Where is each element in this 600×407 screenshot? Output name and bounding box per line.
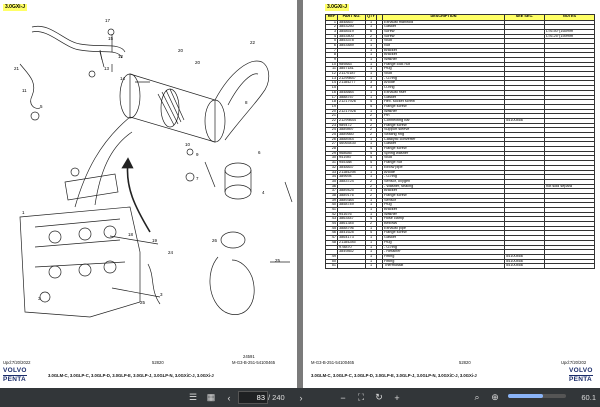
next-page-icon[interactable]: › <box>299 392 303 403</box>
page-title: 3.0GXi-J <box>325 4 350 11</box>
table-cell: 51 <box>325 263 338 269</box>
callout: 8 <box>245 100 248 105</box>
zoom-out-icon[interactable]: − <box>340 392 346 403</box>
callout: 12 <box>118 54 124 59</box>
sidebar-toggle-icon[interactable]: ☰ <box>188 392 198 402</box>
part-number-line: M-G3-B-251-54100465 <box>232 360 276 365</box>
zoom-slider[interactable] <box>508 394 566 398</box>
zoom-icon[interactable]: ⊕ <box>491 392 499 402</box>
callout: 18 <box>128 232 134 237</box>
model-list: 3.0GLM-C, 3.0GLP-C, 3.0GLP-D, 3.0GLP-E, … <box>48 373 214 378</box>
previous-page-icon[interactable]: ‹ <box>227 392 231 403</box>
table-cell: Thermostat <box>382 263 505 269</box>
part-number-line: M-G3-B-251-54100465 <box>311 360 355 365</box>
callout: 13 <box>104 66 110 71</box>
pdf-toolbar: ☰ ▦ ‹ / 240 › − ⛶ ↻ + ⌕ ⊕ 60.1 <box>0 388 600 407</box>
zoom-readout: 60.1 <box>581 393 596 402</box>
fit-page-icon[interactable]: ⛶ <box>357 392 365 402</box>
page-number: 52820 <box>152 360 164 365</box>
callout: 17 <box>105 18 111 23</box>
page-number-input[interactable] <box>238 391 268 404</box>
callout: 6 <box>258 150 261 155</box>
callout: 1 <box>22 210 25 215</box>
callout: 9 <box>196 152 199 157</box>
callout: 14 <box>120 76 126 81</box>
table-cell: 54100466 <box>504 263 545 269</box>
callout: 26 <box>212 238 218 243</box>
callout: 20 <box>178 48 184 53</box>
model-list: 3.0GLM-C, 3.0GLP-C, 3.0GLP-D, 3.0GLP-E, … <box>311 373 477 378</box>
table-cell <box>337 263 366 269</box>
zoom-in-icon[interactable]: + <box>394 392 400 403</box>
callout: 7 <box>196 176 199 181</box>
figure-number: 24591 <box>243 354 255 359</box>
callout: 3 <box>160 292 163 297</box>
table-cell <box>544 263 595 269</box>
page-number: 52820 <box>459 360 471 365</box>
rotate-icon[interactable]: ↻ <box>375 392 383 402</box>
callout: 21 <box>14 66 20 71</box>
exploded-diagram <box>19 25 293 318</box>
page-total: / 240 <box>268 393 285 402</box>
callout: 10 <box>185 142 191 147</box>
table-cell: 1 <box>365 263 377 269</box>
callout: 22 <box>250 40 256 45</box>
page-title: 3.0GXi-J <box>3 4 28 11</box>
callout: 3 <box>38 296 41 301</box>
callout: 15 <box>108 36 114 41</box>
left-page: 3.0GXi-J <box>0 0 297 388</box>
update-date: Upd:7/20/2022 <box>3 360 31 365</box>
callout: 25 <box>140 300 146 305</box>
callout: 25 <box>275 258 281 263</box>
callout: 11 <box>22 88 27 93</box>
callout: 19 <box>152 238 158 243</box>
callout: 24 <box>168 250 174 255</box>
update-date: Upd:7/20/202 <box>561 360 587 365</box>
search-icon[interactable]: ⌕ <box>474 392 480 402</box>
callout: 20 <box>195 60 201 65</box>
callout: 4 <box>262 190 265 195</box>
callout: 5 <box>40 104 43 109</box>
thumbnails-icon[interactable]: ▦ <box>206 392 216 402</box>
